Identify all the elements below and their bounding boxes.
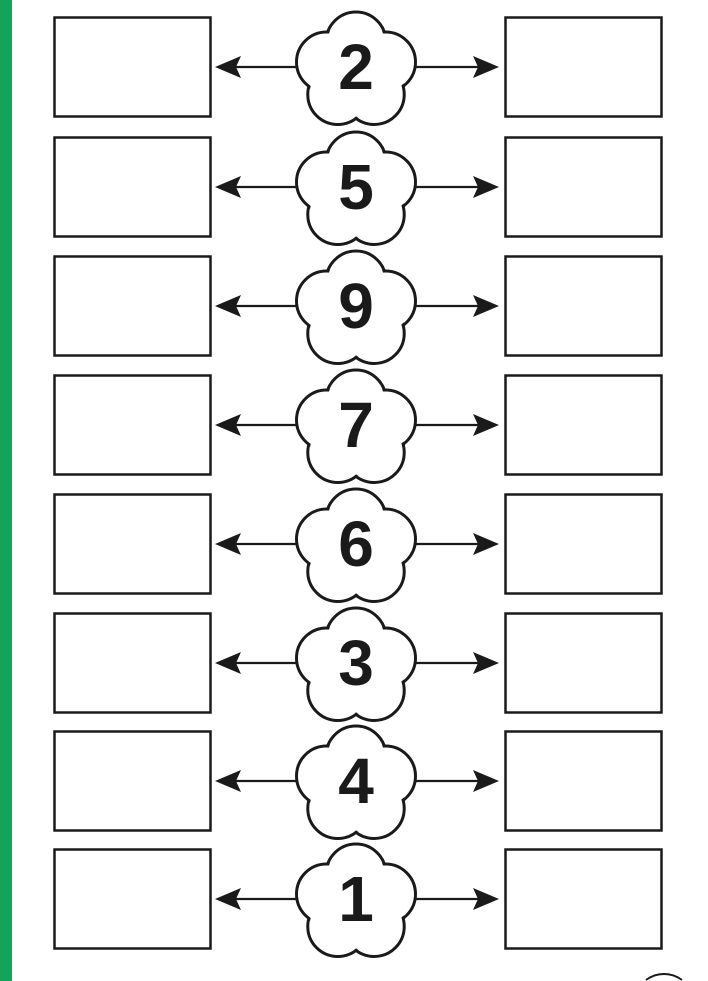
flower-number: 9 (338, 270, 374, 342)
right-arrow-icon (473, 295, 499, 317)
right-answer-box[interactable] (504, 848, 663, 950)
right-arrow-icon (473, 176, 499, 198)
right-answer-box[interactable] (504, 374, 663, 476)
flower-number: 2 (338, 31, 374, 103)
right-arrow-icon (473, 770, 499, 792)
left-answer-box[interactable] (53, 730, 212, 832)
right-arrow-icon (473, 888, 499, 910)
flower-number: 3 (338, 627, 374, 699)
left-answer-box[interactable] (53, 16, 212, 118)
right-arrow-icon (473, 414, 499, 436)
flower-icon (295, 249, 417, 365)
number-row: 6 (53, 487, 663, 603)
number-row: 7 (53, 368, 663, 484)
flower-number: 5 (338, 151, 374, 223)
flower-number: 7 (338, 389, 374, 461)
flower-number: 6 (338, 508, 374, 580)
green-margin-bar (0, 0, 12, 981)
left-answer-box[interactable] (53, 848, 212, 950)
flower-number: 1 (338, 863, 374, 935)
left-answer-box[interactable] (53, 493, 212, 595)
right-arrow-icon (473, 56, 499, 78)
right-answer-box[interactable] (504, 493, 663, 595)
flower-icon (295, 606, 417, 722)
right-arrow-icon (473, 652, 499, 674)
flower-icon (295, 368, 417, 484)
number-row: 5 (53, 130, 663, 246)
left-arrow-icon (215, 56, 241, 78)
number-row: 1 (53, 842, 663, 958)
number-row: 2 (53, 10, 663, 126)
flower-number: 4 (338, 745, 374, 817)
right-answer-box[interactable] (504, 255, 663, 357)
left-arrow-icon (215, 176, 241, 198)
right-answer-box[interactable] (504, 612, 663, 714)
left-arrow-icon (215, 652, 241, 674)
left-arrow-icon (215, 533, 241, 555)
flower-icon (295, 724, 417, 840)
left-answer-box[interactable] (53, 374, 212, 476)
flower-icon (295, 487, 417, 603)
left-answer-box[interactable] (53, 255, 212, 357)
left-arrow-icon (215, 888, 241, 910)
number-row: 9 (53, 249, 663, 365)
number-row: 3 (53, 606, 663, 722)
right-answer-box[interactable] (504, 16, 663, 118)
number-row: 4 (53, 724, 663, 840)
flower-icon (295, 130, 417, 246)
right-answer-box[interactable] (504, 730, 663, 832)
left-arrow-icon (215, 770, 241, 792)
left-arrow-icon (215, 295, 241, 317)
left-answer-box[interactable] (53, 136, 212, 238)
page-number-circle (645, 973, 683, 981)
left-answer-box[interactable] (53, 612, 212, 714)
left-arrow-icon (215, 414, 241, 436)
right-arrow-icon (473, 533, 499, 555)
flower-icon (295, 842, 417, 958)
flower-icon (295, 10, 417, 126)
right-answer-box[interactable] (504, 136, 663, 238)
